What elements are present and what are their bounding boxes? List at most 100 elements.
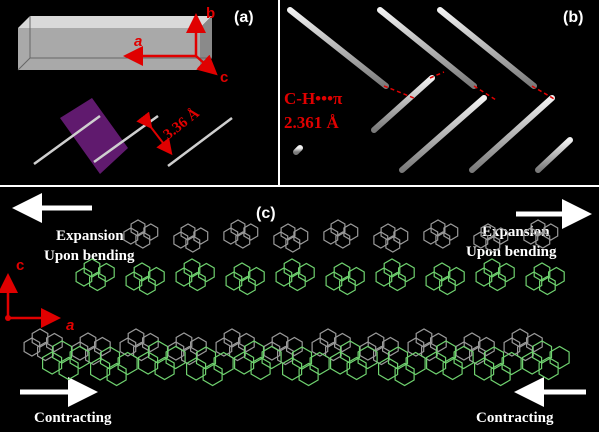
green-ring — [75, 267, 93, 287]
axis-a-label-c: a — [66, 317, 74, 334]
gray-ring — [334, 332, 351, 353]
gray-ring — [421, 341, 438, 362]
green-ring — [298, 262, 315, 283]
green-ring — [275, 267, 293, 287]
green-ring — [282, 357, 303, 381]
green-ring — [538, 275, 556, 296]
gray-ring — [45, 332, 63, 353]
green-ring — [346, 356, 367, 381]
gray-ring — [135, 231, 151, 249]
green-ring — [117, 351, 138, 376]
green-ring — [439, 275, 456, 296]
gray-ring — [373, 345, 390, 366]
gray-ring — [443, 223, 459, 241]
gray-ring — [543, 223, 559, 241]
right-contracting: Contracting — [476, 410, 554, 426]
herringbone-molecules — [287, 7, 573, 173]
green-ring — [498, 262, 515, 283]
green-ring — [474, 357, 495, 381]
green-ring — [398, 262, 415, 283]
green-ring — [234, 351, 255, 375]
left-contracting: Contracting — [34, 410, 112, 426]
green-ring — [501, 351, 522, 376]
gray-ring — [173, 231, 189, 249]
purple-plane — [60, 98, 128, 174]
green-ring — [125, 271, 143, 291]
gray-ring — [473, 231, 489, 249]
green-ring — [189, 271, 206, 292]
distance-arrow — [136, 111, 173, 156]
green-ring — [394, 362, 415, 387]
green-ring — [378, 357, 399, 381]
interaction-distance: 2.361 Å — [284, 113, 340, 132]
green-ring — [375, 267, 393, 287]
gray-ring — [193, 227, 209, 245]
gray-ring — [293, 227, 309, 245]
right-expansion-line1: Expansion — [482, 224, 550, 240]
green-ring — [348, 266, 365, 287]
gray-ring — [503, 337, 521, 357]
gray-ring — [493, 227, 509, 245]
panel-c-label: (c) — [256, 205, 276, 222]
green-ring — [425, 271, 443, 291]
green-ring — [225, 271, 243, 291]
gray-ring — [407, 337, 425, 357]
green-ring — [250, 356, 271, 381]
gray-ring — [36, 341, 54, 362]
gray-ring — [325, 341, 342, 362]
gray-ring — [285, 235, 301, 253]
green-ring — [138, 351, 159, 375]
gray-ring — [478, 336, 495, 357]
green-ring — [475, 267, 493, 287]
green-ring — [89, 357, 111, 381]
axis-a-label: a — [134, 33, 142, 50]
green-ring — [442, 356, 463, 381]
gray-ring — [181, 345, 198, 366]
green-ring — [453, 345, 474, 370]
green-ring — [490, 362, 511, 387]
axis-c-label-c: c — [16, 257, 24, 274]
gray-ring — [430, 332, 447, 353]
green-ring — [489, 271, 506, 292]
lower-green-layer — [41, 340, 570, 387]
distance-label: 3.36 Å — [161, 105, 203, 143]
gray-ring — [123, 227, 139, 245]
panel-c: (c) Expansion Upon bending Expansion Upo… — [0, 193, 592, 426]
gray-ring — [485, 235, 501, 253]
stacking-planes — [33, 98, 233, 174]
gray-ring — [523, 227, 539, 245]
green-ring — [154, 356, 175, 381]
green-ring — [448, 266, 465, 287]
green-ring — [330, 351, 351, 375]
upper-green-layer — [75, 258, 565, 296]
gray-ring — [185, 235, 201, 253]
green-ring — [549, 345, 570, 370]
axes-a — [123, 13, 218, 76]
green-ring — [213, 351, 234, 376]
green-ring — [58, 356, 79, 381]
gray-ring — [286, 336, 303, 357]
gray-ring — [190, 336, 207, 357]
panel-a-label: (a) — [234, 9, 254, 26]
green-ring — [88, 271, 106, 292]
gray-ring — [435, 231, 451, 249]
gray-ring — [273, 231, 289, 249]
green-ring — [41, 351, 63, 375]
green-ring — [538, 356, 559, 381]
gray-ring — [469, 345, 486, 366]
gray-ring — [335, 231, 351, 249]
green-ring — [389, 271, 406, 292]
green-ring — [261, 345, 282, 370]
left-expansion-line1: Expansion — [56, 228, 124, 244]
gray-ring — [516, 341, 534, 362]
green-ring — [426, 351, 447, 375]
green-ring — [69, 345, 90, 370]
ch-pi-dashes — [383, 71, 557, 101]
gray-ring — [243, 223, 259, 241]
gray-ring — [343, 223, 359, 241]
green-ring — [202, 362, 223, 387]
gray-ring — [133, 341, 150, 362]
gray-ring — [423, 227, 439, 245]
panel-a: b a c (a) 3.36 Å — [17, 5, 254, 174]
green-ring — [525, 271, 543, 291]
